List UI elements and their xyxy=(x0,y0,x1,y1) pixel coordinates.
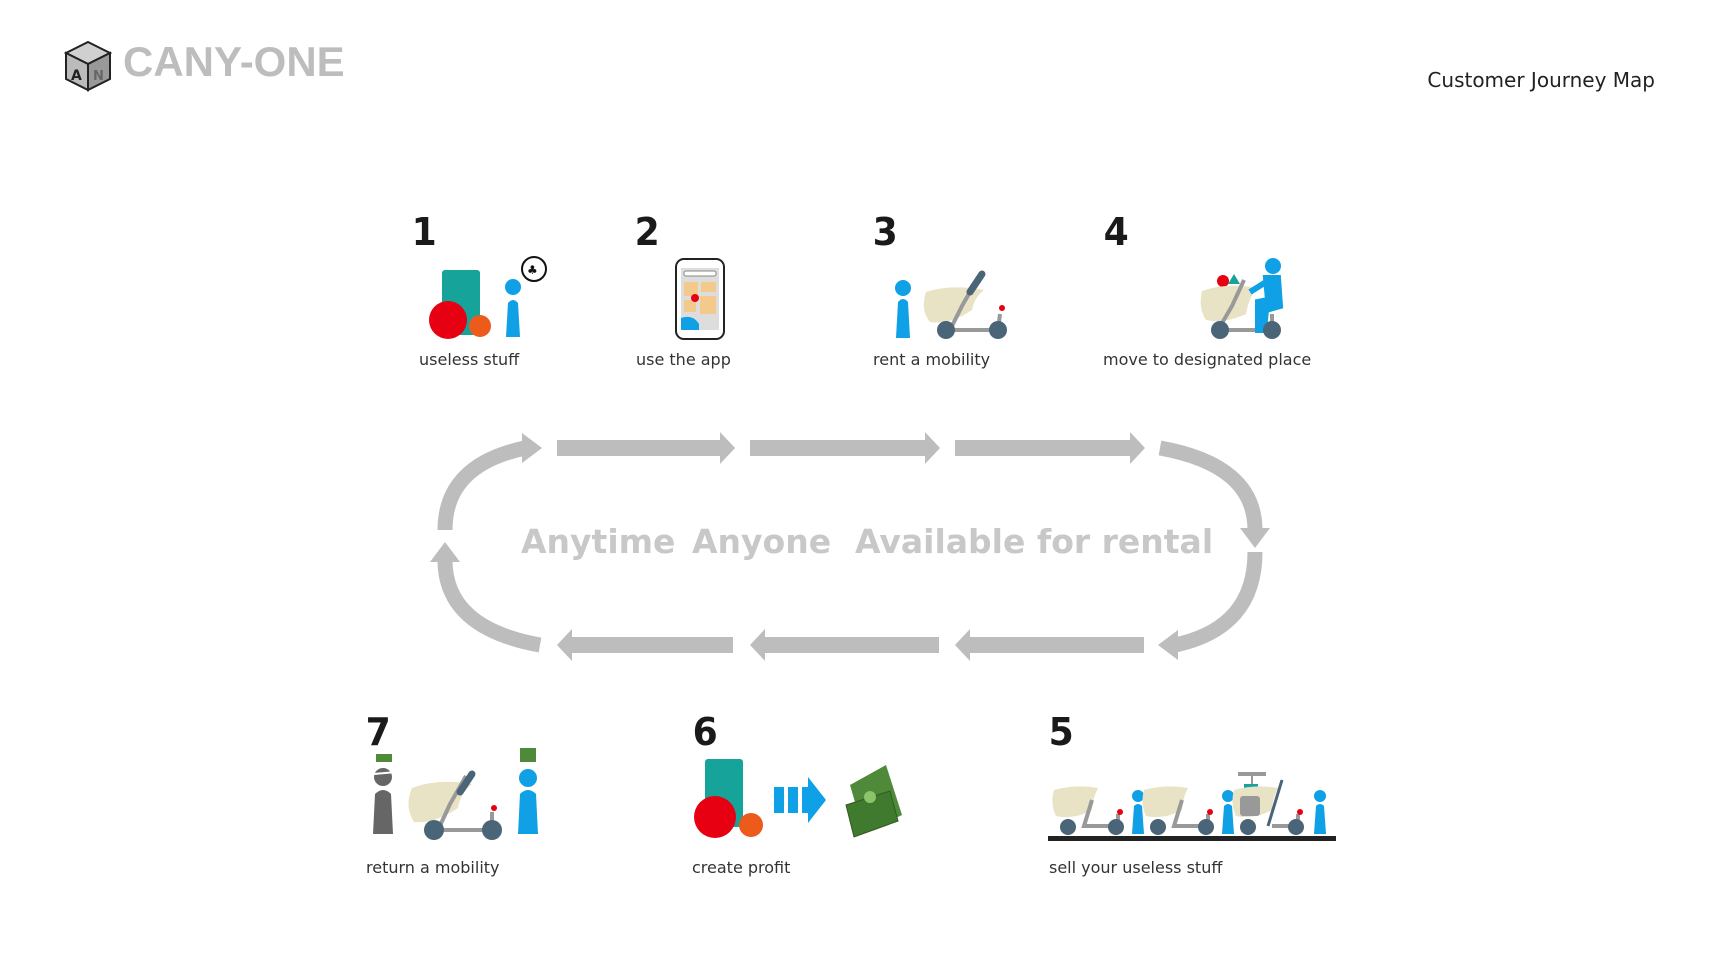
arrows-right xyxy=(557,432,1145,464)
phone-app-icon xyxy=(675,258,725,340)
arrow-right-2 xyxy=(750,432,940,464)
curve-bottom-right xyxy=(1173,551,1263,653)
step-2-number: 2 xyxy=(634,210,660,254)
sell-stuff-icon xyxy=(1048,772,1336,841)
money-icon xyxy=(845,765,902,838)
step-5-label: sell your useless stuff xyxy=(1049,858,1223,877)
arrow-left-3 xyxy=(557,629,733,661)
svg-text:A: A xyxy=(71,68,82,84)
step-5-number: 5 xyxy=(1048,710,1074,754)
step-2-label: use the app xyxy=(636,350,731,369)
svg-text:♣: ♣ xyxy=(527,263,538,277)
step-1-number: 1 xyxy=(411,210,437,254)
step-6-label: create profit xyxy=(692,858,791,877)
step-3-label: rent a mobility xyxy=(873,350,991,369)
arrows-left xyxy=(557,629,1144,661)
rent-mobility-icon xyxy=(895,270,1007,339)
curved-arrows xyxy=(437,440,1263,653)
arrow-left-1 xyxy=(955,629,1144,661)
motto-anytime: Anytime xyxy=(521,522,676,561)
brand-name: CANY-ONE xyxy=(123,38,345,85)
return-mobility-icon xyxy=(373,748,538,840)
arrow-right-1 xyxy=(557,432,735,464)
curve-top-right xyxy=(1158,440,1263,531)
step-7-label: return a mobility xyxy=(366,858,500,877)
curve-top-left xyxy=(437,440,527,531)
step-6-number: 6 xyxy=(692,710,718,754)
page-title: Customer Journey Map xyxy=(1427,68,1655,92)
curve-bottom-left xyxy=(437,559,542,653)
step-3-number: 3 xyxy=(872,210,898,254)
create-profit-icon xyxy=(694,759,902,838)
logo-cube-icon: A N xyxy=(63,40,113,92)
svg-text:N: N xyxy=(93,69,104,84)
step-7-number: 7 xyxy=(365,710,391,754)
step-1-label: useless stuff xyxy=(419,350,520,369)
step-4-label: move to designated place xyxy=(1103,350,1312,369)
move-mobility-icon xyxy=(1200,258,1284,339)
motto-available: Available for rental xyxy=(855,522,1214,561)
arrow-left-2 xyxy=(750,629,939,661)
useless-stuff-icon: ♣ xyxy=(429,256,547,339)
arrow-right-3 xyxy=(955,432,1145,464)
motto-anyone: Anyone xyxy=(692,522,832,561)
step-4-number: 4 xyxy=(1103,210,1129,254)
conveyor-belt xyxy=(1048,836,1336,841)
